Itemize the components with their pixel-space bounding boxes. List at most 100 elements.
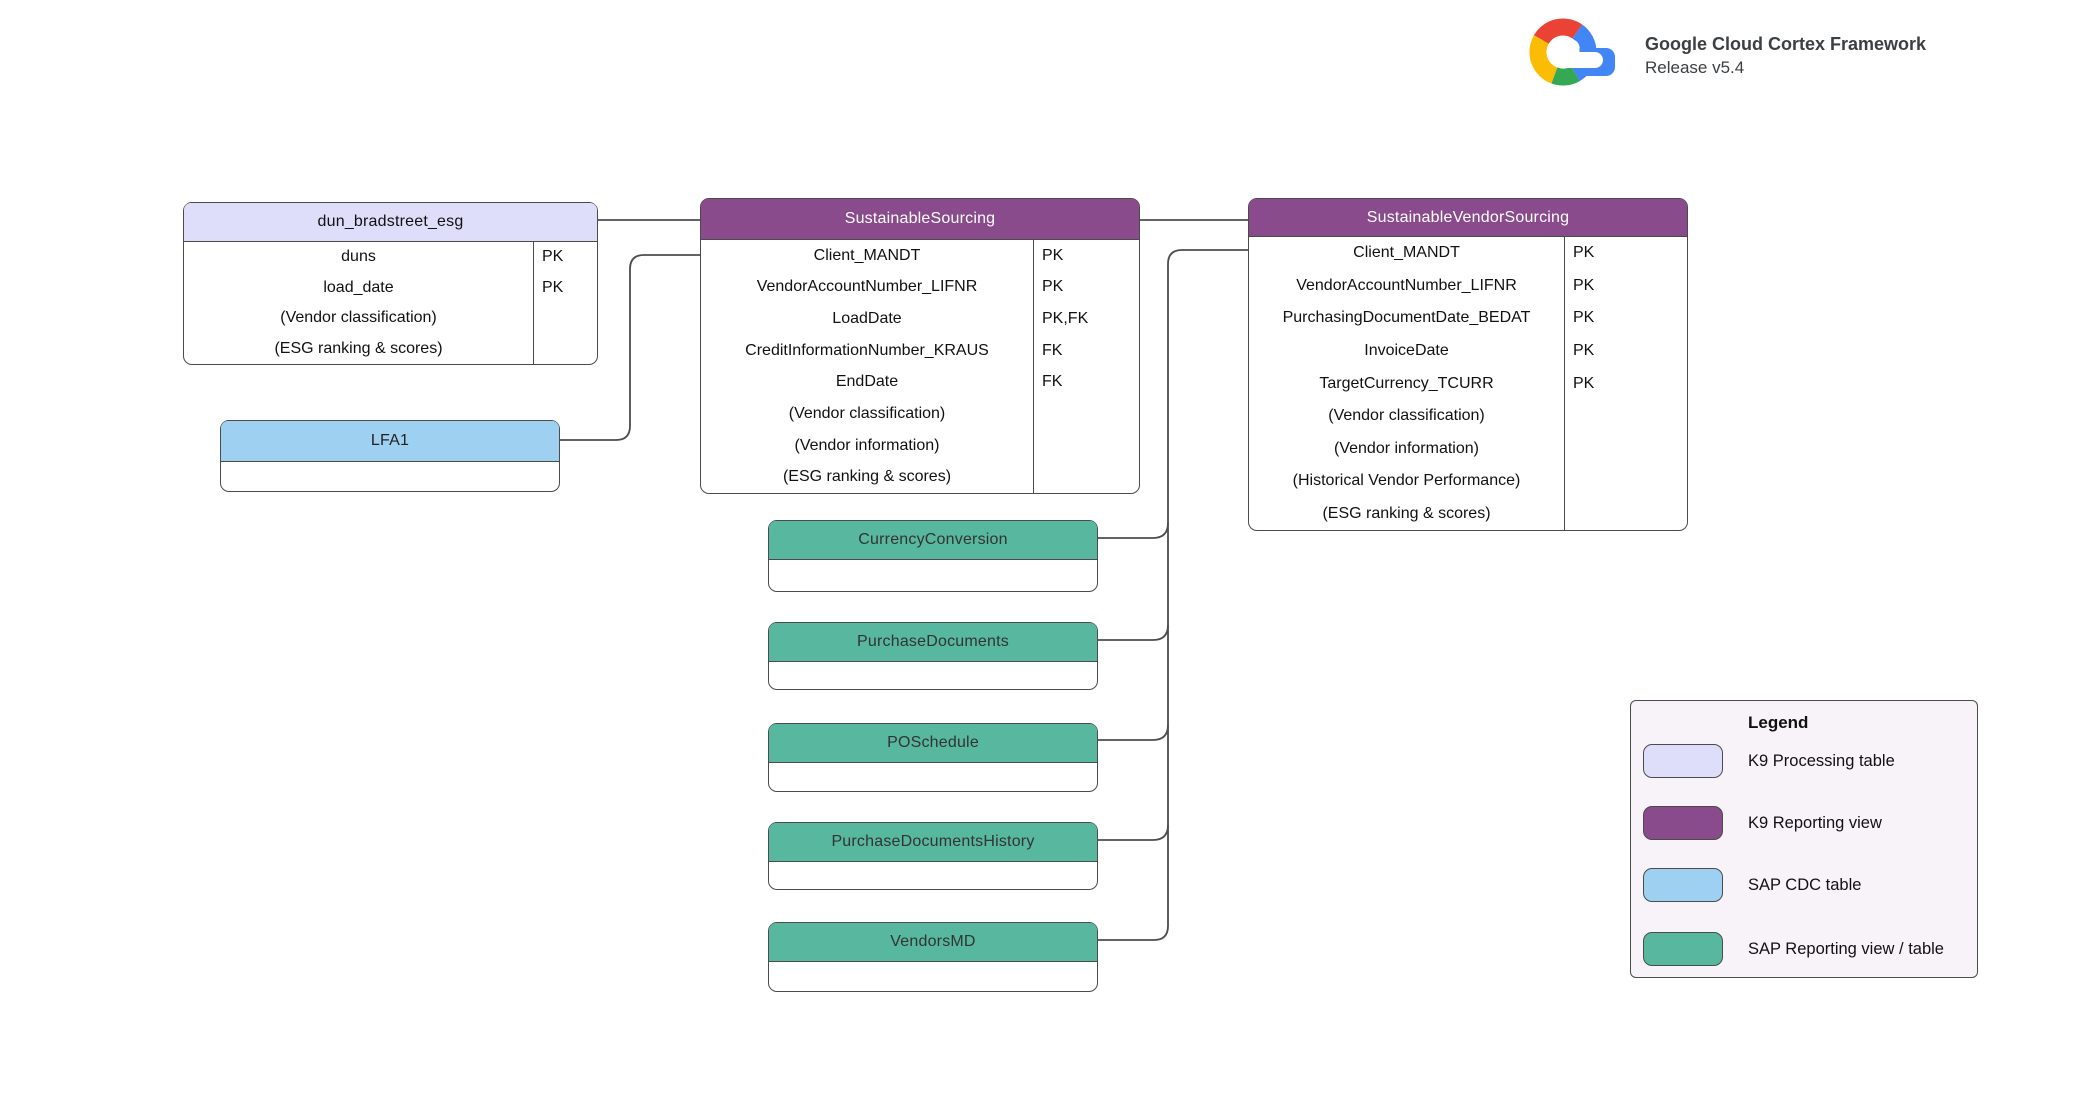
legend-swatch-sap-cdc [1643,868,1723,902]
field-name: VendorAccountNumber_LIFNR [1296,276,1517,294]
field-name: (ESG ranking & scores) [782,468,952,486]
table-row: (Vendor classification) [184,303,597,334]
field-key-flags: PK [533,272,597,303]
legend-title: Legend [1748,713,1809,732]
table-row: EndDate FK [701,366,1139,399]
field-key-flags: PK [1564,237,1687,270]
field-name: duns [341,248,376,266]
field-key-flags [1564,464,1687,498]
connector-branch-purchasedocumentshistory [1098,824,1169,841]
connector-branch-poschedule [1098,724,1169,741]
field-name: load_date [323,278,394,296]
table-row: (Vendor classification) [701,398,1139,430]
table-body [769,862,1097,889]
table-row: (ESG ranking & scores) [701,461,1139,493]
table-row [769,662,1097,689]
legend-swatch-k9-processing [1643,744,1723,778]
table-row: (ESG ranking & scores) [1249,497,1687,531]
table-row [769,763,1097,791]
table-row: load_date PK [184,272,597,303]
field-key-flags [533,303,597,334]
field-name: (ESG ranking & scores) [1322,504,1491,522]
brand-header: Google Cloud Cortex Framework Release v5… [1523,10,1926,95]
field-name: (Vendor classification) [1328,407,1485,425]
field-name: InvoiceDate [1364,341,1449,359]
table-title: SustainableSourcing [701,199,1139,240]
legend-label: K9 Reporting view [1748,813,1882,832]
table-title: PurchaseDocuments [769,623,1097,662]
legend-label: SAP Reporting view / table [1748,939,1944,958]
field-key-flags [1033,429,1139,462]
field-name: (Vendor information) [1334,439,1479,457]
field-name: (Vendor classification) [788,404,946,422]
table-row: VendorAccountNumber_LIFNR PK [701,271,1139,304]
table-row [221,462,559,491]
table-vendorsmd: VendorsMD [768,922,1098,992]
table-body [221,462,559,491]
field-name: (ESG ranking & scores) [274,339,443,357]
field-key-flags: PK [1033,271,1139,304]
table-row: VendorAccountNumber_LIFNR PK [1249,269,1687,303]
table-row: (Vendor information) [701,429,1139,462]
field-key-flags: PK [1033,240,1139,272]
field-key-flags [533,333,597,364]
table-lfa1: LFA1 [220,420,560,492]
field-key-flags: PK,FK [1033,303,1139,335]
table-row: (Vendor information) [1249,432,1687,465]
legend-swatch-sap-reporting [1643,932,1723,966]
table-body [769,560,1097,591]
field-key-flags: PK [1564,302,1687,335]
brand-release-version: Release v5.4 [1645,58,1745,77]
field-key-flags [1033,398,1139,430]
table-row: (ESG ranking & scores) [184,333,597,364]
legend-item-k9-processing-table: K9 Processing table [1643,743,1895,779]
table-purchasedocumentshistory: PurchaseDocumentsHistory [768,822,1098,890]
field-name: TargetCurrency_TCURR [1319,374,1494,392]
table-title: PurchaseDocumentsHistory [769,823,1097,862]
google-cloud-logo-icon [1523,10,1623,95]
legend-swatch-k9-reporting [1643,806,1723,840]
field-name: Client_MANDT [813,246,921,264]
table-body [769,962,1097,991]
table-title: LFA1 [221,421,559,462]
field-name [769,862,1097,889]
field-name: (Vendor classification) [280,309,437,327]
field-name: EndDate [835,373,899,391]
table-poschedule: POSchedule [768,723,1098,792]
legend-item-sap-cdc-table: SAP CDC table [1643,867,1861,903]
field-name [769,662,1097,689]
connector-trunk-vendorsourcing-to-vendorsmd [1098,249,1248,941]
field-key-flags: FK [1033,366,1139,399]
connector-branch-currencyconversion [1098,522,1169,539]
legend-label: SAP CDC table [1748,875,1862,894]
field-key-flags: PK [1564,269,1687,303]
table-body [769,662,1097,689]
table-row: TargetCurrency_TCURR PK [1249,367,1687,400]
field-key-flags [1564,432,1687,465]
field-key-flags: PK [1564,367,1687,400]
table-row [769,962,1097,991]
field-key-flags [1033,461,1139,493]
field-name [769,763,1097,791]
field-name: VendorAccountNumber_LIFNR [756,278,978,296]
table-row: Client_MANDT PK [701,240,1139,272]
table-title: SustainableVendorSourcing [1249,199,1687,237]
table-row: duns PK [184,242,597,273]
connector-lfa1-to-sustainablesourcing [560,254,700,441]
field-key-flags [1564,399,1687,433]
table-title: POSchedule [769,724,1097,763]
table-row [769,560,1097,591]
table-body [769,763,1097,791]
table-title: VendorsMD [769,923,1097,962]
field-key-flags: PK [533,242,597,273]
